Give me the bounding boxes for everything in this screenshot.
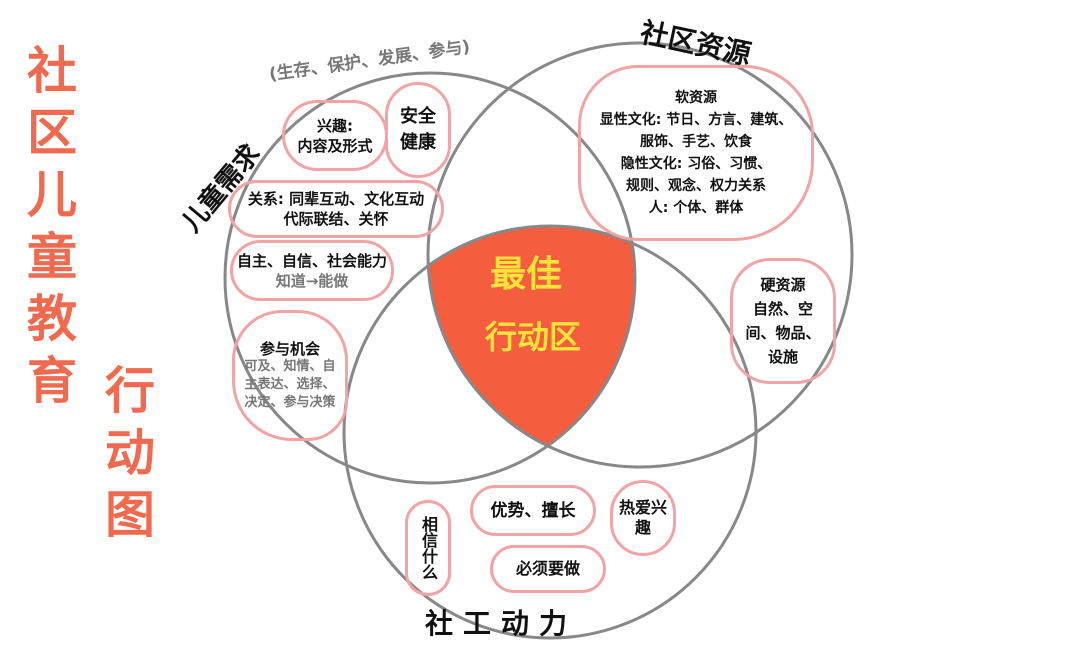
passion-bubble: 热爱兴趣 [610,480,676,556]
children-needs-circle [223,71,637,485]
beliefs-bubble: 相信什么 [405,500,451,596]
center-line2: 行动区 [485,318,582,356]
participation-bubble: 参与机会可及、知情、自主表达、选择、决定、参与决策 [232,310,348,441]
community-resources-circle [426,41,854,469]
autonomy-bubble: 自主、自信、社会能力知道→能做 [230,240,394,301]
title-main: 社区儿童教育 [27,42,77,410]
safety-bubble: 安全健康 [385,82,451,178]
title-sub: 行动图 [105,362,155,544]
relationship-bubble: 关系: 同辈互动、文化互动代际联结、关怀 [228,180,444,238]
best-action-zone [428,226,635,467]
hard-resources-bubble: 硬资源自然、空间、物品、设施 [730,258,836,384]
center-line1: 最佳 [490,254,563,295]
soft-resources-bubble: 软资源显性文化: 节日、方言、建筑、服饰、手艺、饮食隐性文化: 习俗、习惯、规则… [578,65,814,241]
social-work-circle [342,224,758,640]
strengths-bubble: 优势、擅长 [470,485,596,536]
must-do-bubble: 必须要做 [490,545,606,593]
social-work-label: 社工动力 [425,607,578,640]
interest-bubble: 兴趣:内容及形式 [282,100,388,171]
